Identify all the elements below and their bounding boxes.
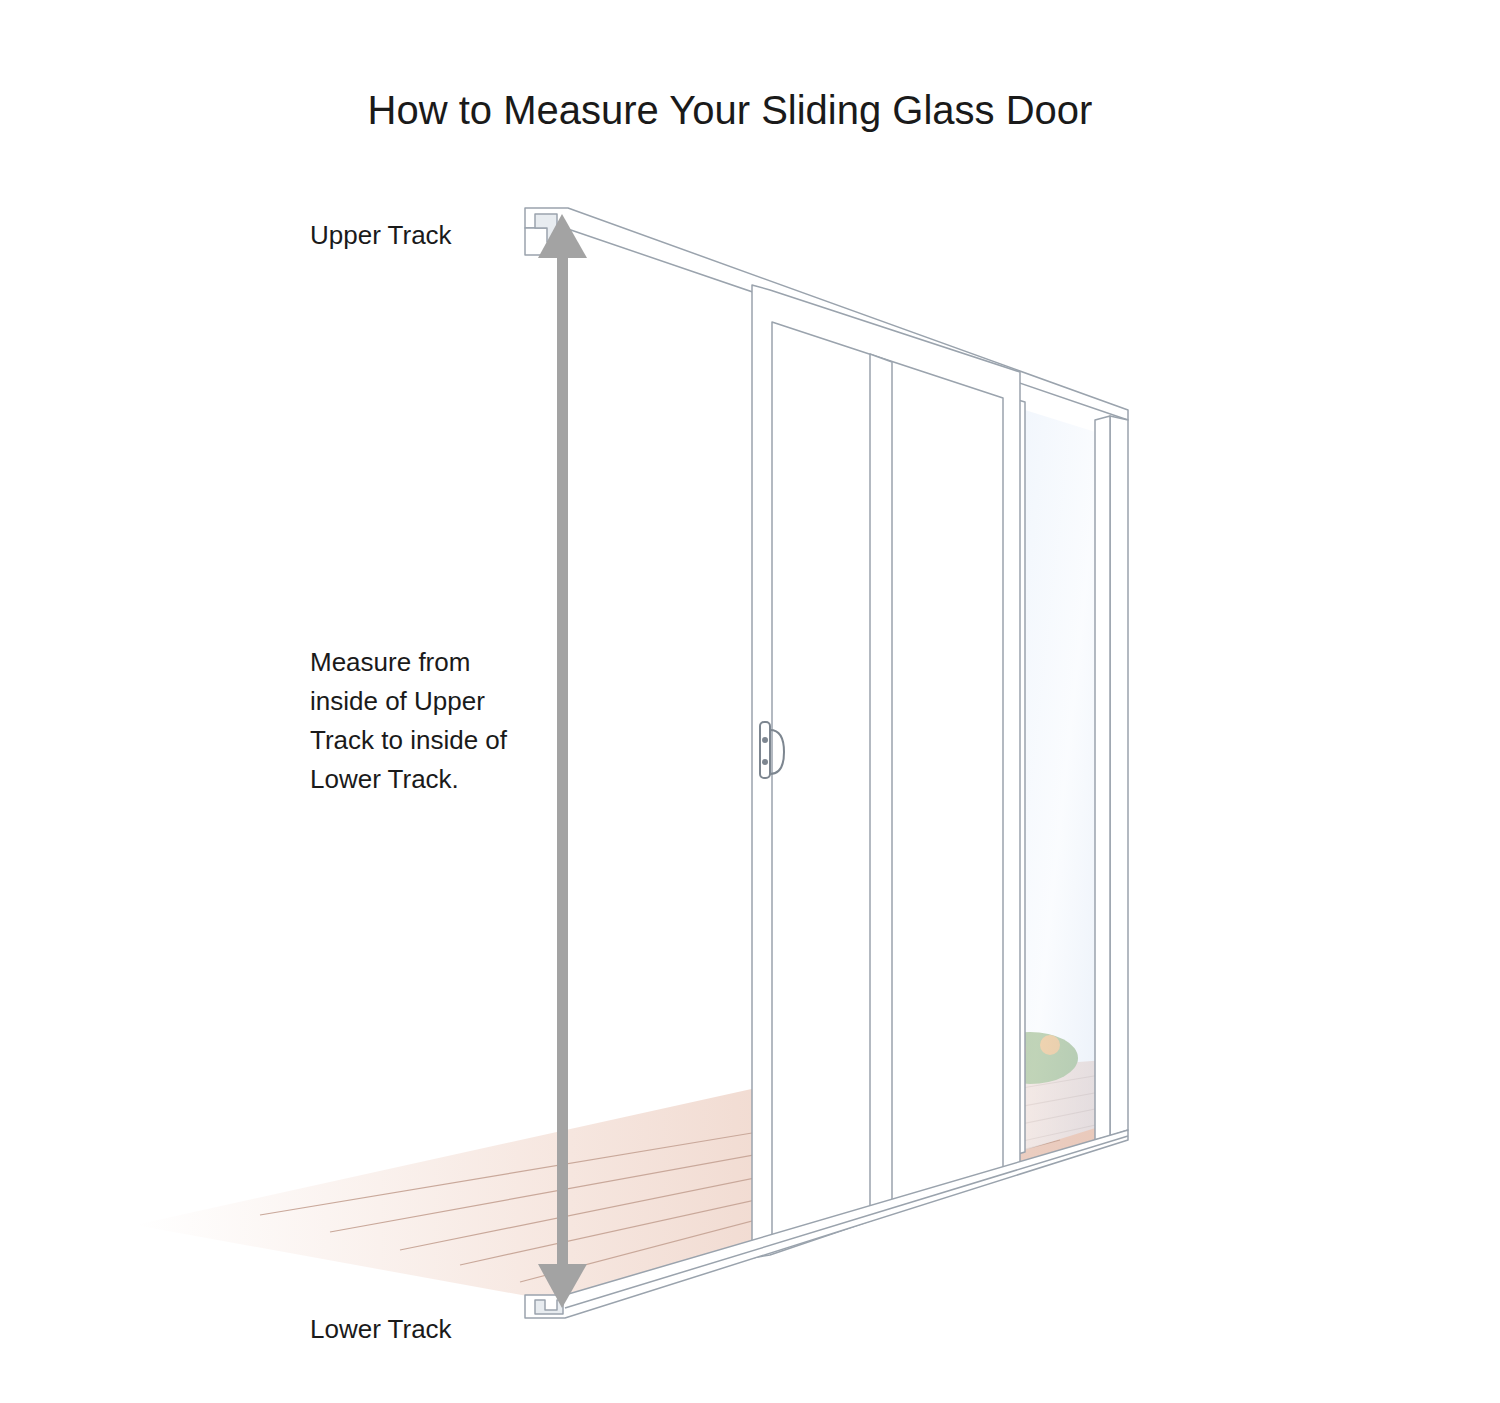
- annotation-label: Upper Track: [310, 216, 530, 255]
- measurement-arrow: [538, 214, 587, 1308]
- annotation-label: Lower Track: [310, 1310, 530, 1349]
- door-frame: [525, 208, 1128, 1318]
- door-handle: [760, 722, 784, 778]
- fixed-pane-glass: [1025, 410, 1105, 1150]
- annotation-label: Measure from inside of Upper Track to in…: [310, 643, 515, 799]
- diagram-title: How to Measure Your Sliding Glass Door: [0, 88, 1460, 133]
